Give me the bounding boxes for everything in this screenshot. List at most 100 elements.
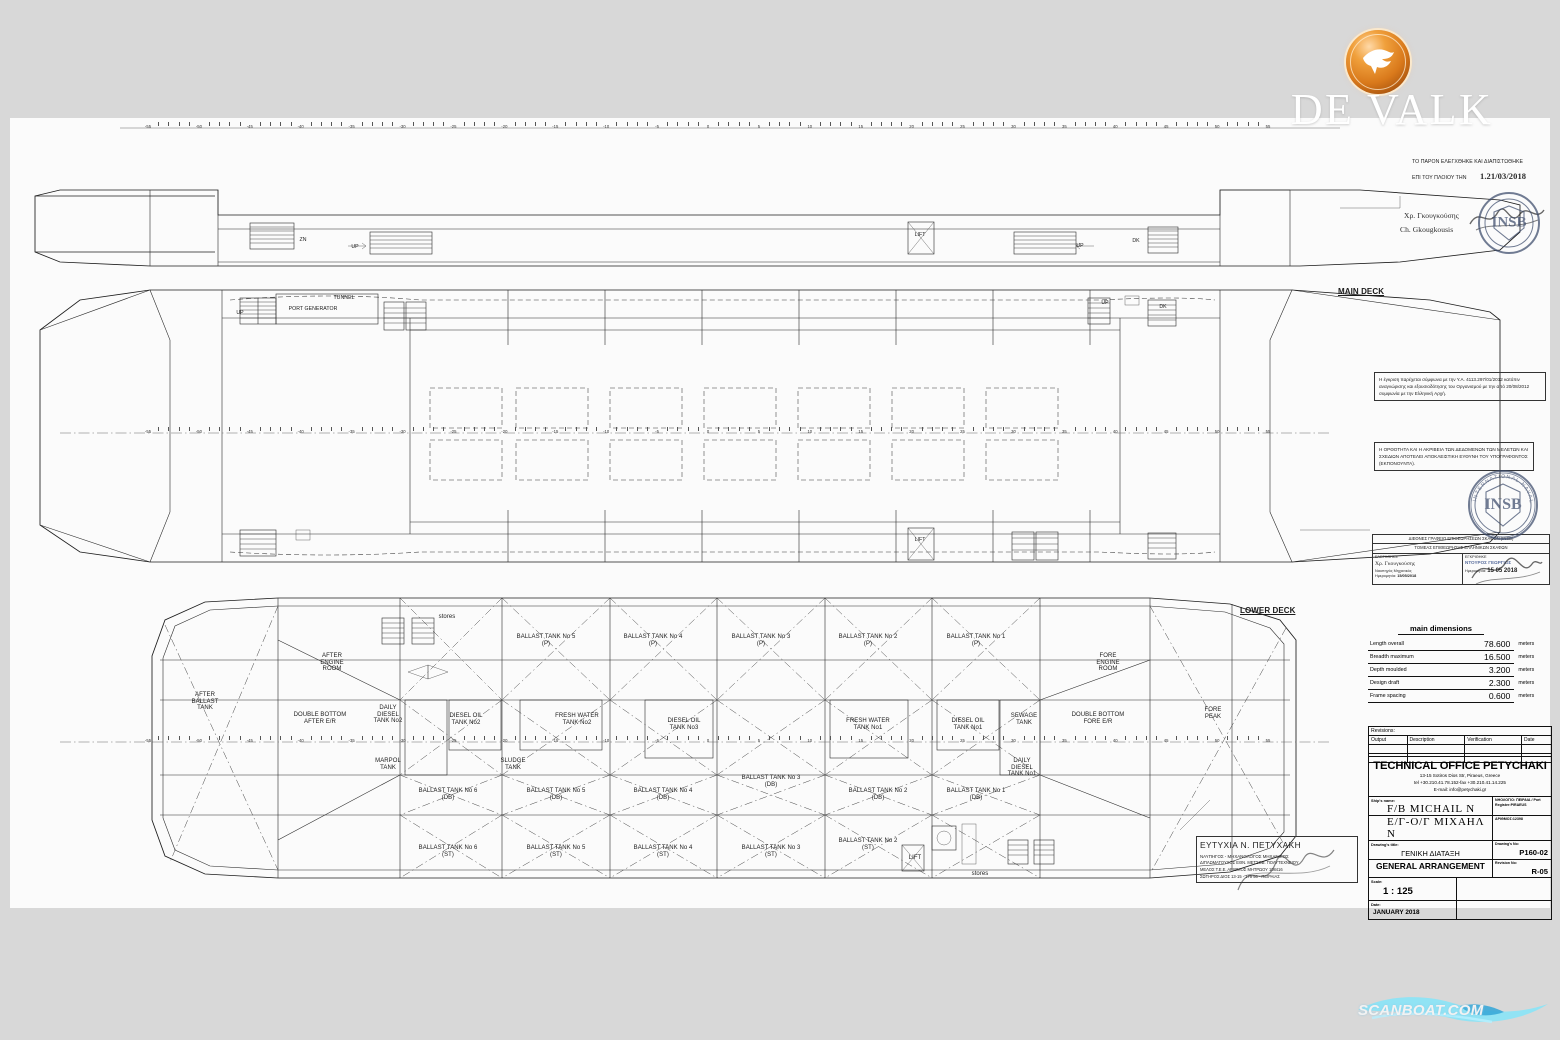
frame-tick-mark <box>718 427 719 431</box>
frame-tick-label: -20 <box>501 738 508 743</box>
tank-label: BALLAST TANK No 2 <box>848 788 908 794</box>
frame-tick-mark <box>932 736 933 740</box>
frame-tick-mark <box>646 427 648 431</box>
frame-tick-mark <box>310 427 312 431</box>
frame-tick-mark <box>1135 736 1137 740</box>
frame-tick-mark <box>697 736 699 740</box>
checked-date-caption: Ημερομηνία: <box>1375 574 1397 579</box>
frame-tick-mark <box>1084 736 1086 740</box>
stair-block-fwd <box>1013 231 1077 255</box>
frame-tick-mark <box>952 427 953 431</box>
frame-tick-mark <box>473 427 475 431</box>
frame-tick-mark <box>596 427 597 431</box>
insb-seal-top: INSB <box>1478 192 1540 254</box>
frame-tick-mark <box>463 122 465 126</box>
frame-tick-label: 10 <box>807 124 813 129</box>
frame-tick-mark <box>789 427 791 431</box>
frame-tick-mark <box>341 427 343 431</box>
frame-tick-mark <box>229 427 231 431</box>
frame-tick-mark <box>514 122 516 126</box>
label-line: TANK <box>1016 719 1032 726</box>
frame-tick-mark <box>697 427 699 431</box>
main-deck-view <box>39 289 1501 563</box>
frame-tick-mark <box>321 122 322 126</box>
frame-tick-label: -55 <box>144 429 152 434</box>
tank-label: BALLAST TANK No 5 <box>526 845 586 851</box>
frame-tick-label: 50 <box>1214 738 1220 743</box>
frame-tick-mark <box>850 427 852 431</box>
tank-label: BALLAST TANK No 4 <box>633 845 693 851</box>
frame-tick-mark <box>1054 427 1055 431</box>
dimension-value: 0.600 <box>1449 689 1515 703</box>
frame-tick-label: -35 <box>348 738 355 743</box>
frame-tick-label: -20 <box>501 124 508 129</box>
frame-tick-mark <box>596 122 597 126</box>
frame-tick-label: 45 <box>1163 429 1169 434</box>
frame-tick-mark <box>820 427 821 431</box>
company-address-2: tel +30.210.41.78.152-fax +30.210.41.14.… <box>1414 779 1506 785</box>
main-deck-item-label: TUNNEL <box>333 295 355 301</box>
frame-tick-mark <box>738 736 740 740</box>
frame-tick-mark <box>422 122 424 126</box>
tank-sublabel: (DB) <box>549 794 563 801</box>
insb-header-line1: ΔΙΕΘΝΕΣ ΓΡΑΦΕΙΟ ΕΠΙΘΕΩΡΗΣΕΩΝ ΣΚΑΦΩΝ (INS… <box>1373 535 1549 545</box>
label-line: BALLAST <box>191 698 219 705</box>
frame-tick-label: -25 <box>450 738 457 743</box>
frame-tick-label: -20 <box>501 429 508 434</box>
frame-tick-mark <box>840 736 841 740</box>
frame-tick-label: -30 <box>399 124 406 129</box>
label-line: ROOM <box>1098 666 1118 673</box>
frame-tick-mark <box>229 736 231 740</box>
lift-upper <box>907 221 935 255</box>
tank-label: BALLAST TANK No 3 <box>731 634 791 640</box>
dimension-name: Frame spacing <box>1368 689 1450 703</box>
frame-tick-mark <box>168 736 169 740</box>
frame-tick-mark <box>1145 427 1147 431</box>
frame-tick-mark <box>260 427 261 431</box>
frame-tick-mark <box>1237 427 1239 431</box>
frame-tick-mark <box>1094 736 1096 740</box>
revisions-header-cell: Verification <box>1464 735 1523 745</box>
checked-name: Χρ. Γκουγκούσης <box>1375 561 1416 568</box>
frame-tick-mark <box>382 122 383 126</box>
stair-block-aft <box>249 222 295 250</box>
frame-tick-mark <box>534 122 536 126</box>
frame-tick-mark <box>891 427 892 431</box>
frame-tick-mark <box>789 736 791 740</box>
frame-tick-mark <box>952 122 953 126</box>
frame-tick-mark <box>993 427 994 431</box>
label-line: stores <box>971 871 989 877</box>
frame-tick-label: -15 <box>552 124 559 129</box>
frame-tick-mark <box>769 427 770 431</box>
tank-sublabel: (ST) <box>550 851 562 858</box>
drawing-no: P160-02 <box>1519 847 1548 857</box>
frame-tick-mark <box>1105 736 1106 740</box>
dimension-name: Length overall <box>1368 638 1450 651</box>
frame-tick-mark <box>361 736 363 740</box>
frame-tick-mark <box>392 427 393 431</box>
frame-tick-label: 25 <box>960 738 965 743</box>
frame-tick-mark <box>748 427 750 431</box>
checked-date: 15/05/2018 <box>1397 574 1417 579</box>
svg-text:INTERNATIONAL NAVAL SURVEY: INTERNATIONAL NAVAL SURVEY <box>1468 470 1534 506</box>
frame-tick-mark <box>524 736 526 740</box>
frame-tick-mark <box>229 122 231 126</box>
frame-tick-mark <box>1206 427 1208 431</box>
frame-tick-mark <box>372 122 373 126</box>
frame-tick-label: 20 <box>909 738 914 743</box>
frame-tick-label: -30 <box>399 738 406 743</box>
frame-tick-mark <box>921 736 923 740</box>
frame-tick-mark <box>718 122 719 126</box>
frame-tick-mark <box>331 122 332 126</box>
frame-tick-mark <box>1257 427 1259 431</box>
ballast-tank-st-label: BALLAST TANK No 2(ST) <box>839 838 898 851</box>
main-dimensions-title: main dimensions <box>1398 624 1484 635</box>
frame-tick-label: 5 <box>757 429 761 434</box>
ballast-tank-db-label: BALLAST TANK No 3(DB) <box>742 775 801 788</box>
